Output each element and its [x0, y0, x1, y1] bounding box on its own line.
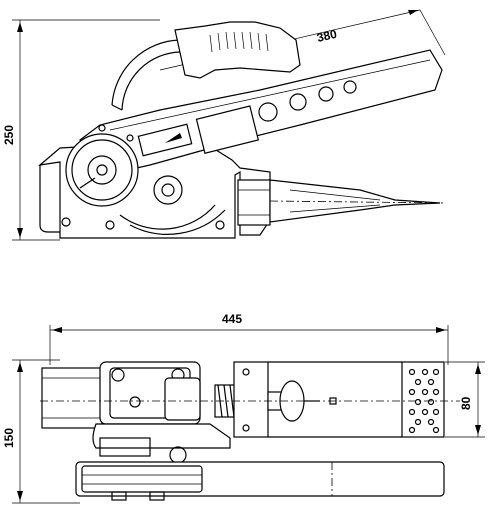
jaw-wedge	[269, 179, 441, 223]
side-view: 250 380	[2, 9, 446, 241]
clamp-plate	[233, 361, 269, 438]
handle-grip	[174, 21, 301, 79]
secondary-pulley	[153, 175, 183, 205]
total-length-dimension: 445	[49, 312, 449, 365]
top-view: 445 150 80	[2, 312, 485, 504]
total-width-dimension: 150	[2, 359, 80, 504]
arm-length-dimension-label: 380	[316, 27, 339, 45]
main-body	[41, 367, 103, 429]
height-dimension: 250	[2, 19, 160, 241]
winch-drum	[65, 133, 139, 207]
lower-housing	[92, 423, 231, 449]
arc-guard	[111, 39, 181, 106]
bottom-base-plate	[75, 461, 445, 501]
arm-holes	[258, 80, 357, 122]
drum-assembly	[99, 361, 201, 425]
block-width-dimension-label: 80	[459, 396, 473, 410]
height-dimension-label: 250	[2, 125, 16, 145]
block-width-dimension: 80	[445, 361, 485, 438]
total-length-dimension-label: 445	[222, 312, 242, 326]
spring-block	[237, 179, 271, 226]
perforated-block	[401, 361, 445, 438]
bolts	[61, 124, 225, 230]
total-width-dimension-label: 150	[2, 428, 16, 448]
